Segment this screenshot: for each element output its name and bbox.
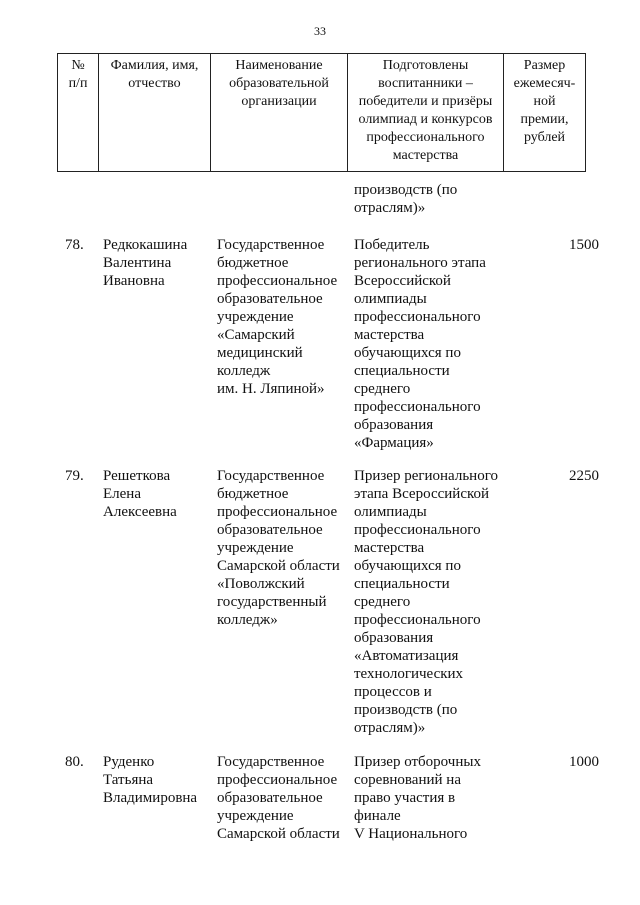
row-full-name: Руденко Татьяна Владимировна xyxy=(103,754,198,806)
header-bonus-amount: Размер ежемесяч- ной премии, рублей xyxy=(503,53,586,172)
row-bonus-amount: 1000 xyxy=(569,754,599,770)
header-organization: Наименование образовательной организации xyxy=(210,53,348,172)
row-achievement: Призер регионального этапа Всероссийской… xyxy=(354,468,498,736)
header-full-name-text: Фамилия, имя, отчество xyxy=(110,58,199,91)
row-organization: Государственное профессиональное образов… xyxy=(217,754,340,842)
page-number: 33 xyxy=(314,24,326,38)
header-achievement: Подготовлены воспитанники – победители и… xyxy=(347,53,504,172)
header-full-name: Фамилия, имя, отчество xyxy=(98,53,211,172)
row-bonus-amount: 2250 xyxy=(569,468,599,484)
table-header: № п/п Фамилия, имя, отчество Наименовани… xyxy=(57,53,586,172)
row-number: 78. xyxy=(65,237,84,253)
row-bonus-amount: 1500 xyxy=(569,237,599,253)
row-full-name: Редкокашина Валентина Ивановна xyxy=(103,237,188,289)
header-organization-text: Наименование образовательной организации xyxy=(229,58,329,109)
header-achievement-text: Подготовлены воспитанники – победители и… xyxy=(358,58,493,163)
row-number: 79. xyxy=(65,468,84,484)
header-bonus-amount-text: Размер ежемесяч- ной премии, рублей xyxy=(513,58,576,145)
continuation-text: производств (по отраслям)» xyxy=(354,182,458,216)
row-achievement: Призер отборочных соревнований на право … xyxy=(354,754,481,842)
row-achievement: Победитель регионального этапа Всероссий… xyxy=(354,237,486,451)
row-full-name: Решеткова Елена Алексеевна xyxy=(103,468,177,520)
row-organization: Государственное бюджетное профессиональн… xyxy=(217,237,338,397)
header-number: № п/п xyxy=(57,53,99,172)
header-number-text: № п/п xyxy=(68,58,88,91)
row-organization: Государственное бюджетное профессиональн… xyxy=(217,468,340,628)
row-number: 80. xyxy=(65,754,84,770)
